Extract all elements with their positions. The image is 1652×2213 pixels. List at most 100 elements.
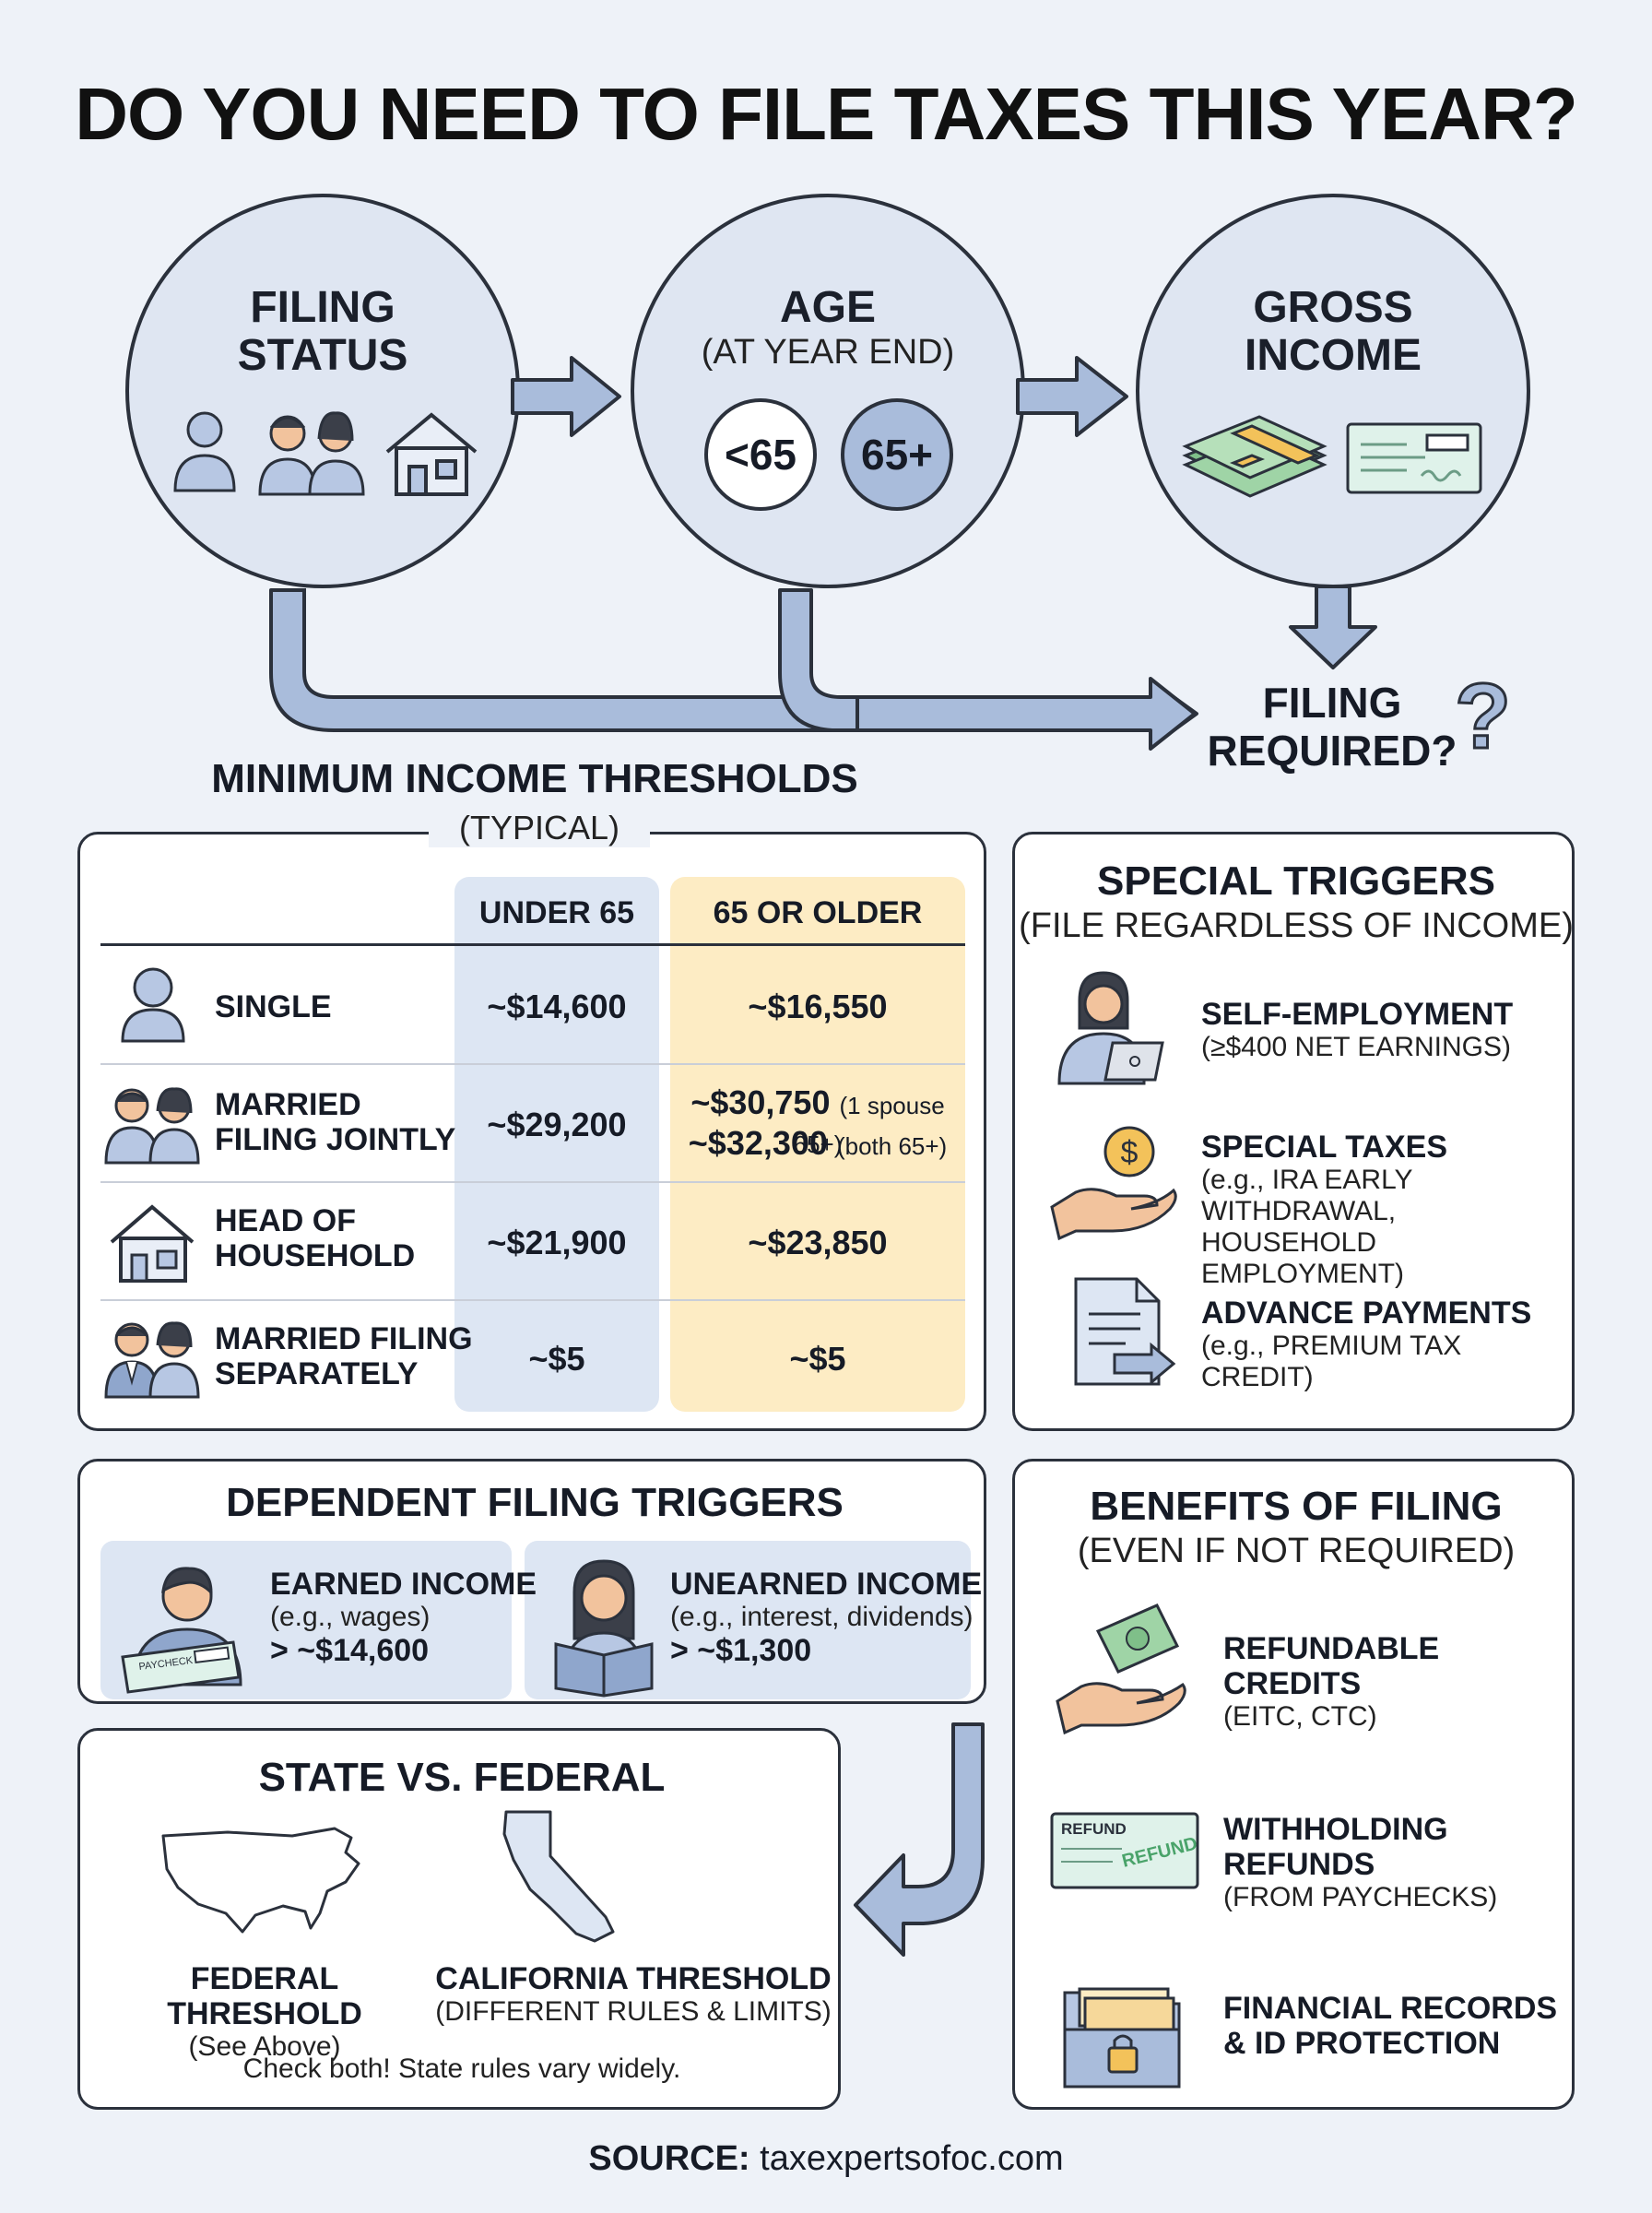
federal-threshold-title: FEDERAL THRESHOLD xyxy=(167,1961,362,2031)
single-under-65-value: ~$14,600 xyxy=(487,988,627,1025)
single-65-older-value: ~$16,550 xyxy=(748,988,888,1025)
california-threshold-title: CALIFORNIA THRESHOLD xyxy=(435,1961,832,1996)
refund-check-icon: REFUND REFUND xyxy=(1050,1812,1199,1889)
married-separately-line2: SEPARATELY xyxy=(215,1356,419,1391)
federal-threshold-sub: (See Above) xyxy=(188,2031,341,2062)
head-household-line2: HOUSEHOLD xyxy=(215,1238,416,1273)
benefits-title: BENEFITS OF FILING xyxy=(1090,1484,1503,1529)
advance-payments-title: ADVANCE PAYMENTS xyxy=(1201,1296,1532,1331)
unearned-income-title: UNEARNED INCOME xyxy=(670,1567,983,1602)
head-household-line1: HEAD OF xyxy=(215,1203,356,1238)
age-circle: AGE (AT YEAR END) <65 65+ xyxy=(631,194,1025,588)
dependent-triggers-panel: DEPENDENT FILING TRIGGERS PAYCHECK EARNE… xyxy=(77,1459,986,1704)
hand-coin-icon: $ xyxy=(1050,1126,1177,1241)
house-icon xyxy=(385,412,478,496)
filing-status-circle: FILING STATUS xyxy=(125,194,520,588)
col-header-65-older: 65 OR OLDER xyxy=(713,895,923,930)
self-employment-sub: (≥$400 NET EARNINGS) xyxy=(1201,1032,1512,1062)
age-title: AGE xyxy=(779,283,876,332)
thresholds-panel: (TYPICAL) UNDER 65 65 OR OLDER SINGLE ~$… xyxy=(77,809,986,1431)
married-separately-65-older-value: ~$5 xyxy=(789,1340,846,1378)
unearned-income-item: UNEARNED INCOME (e.g., interest, dividen… xyxy=(670,1567,982,1668)
coin-dollar-icon: $ xyxy=(1121,1135,1139,1170)
flow-arrows xyxy=(269,356,1377,751)
california-threshold-sub: (DIFFERENT RULES & LIMITS) xyxy=(435,1996,832,2027)
source-label: SOURCE: xyxy=(588,2139,750,2178)
married-jointly-one-spouse-note: (1 spouse 65+) xyxy=(793,1092,945,1158)
house-icon xyxy=(110,1204,195,1283)
cash-stack-icon xyxy=(1182,415,1328,498)
arrow-status-to-age xyxy=(511,356,621,437)
question-mark-icon: ? xyxy=(1453,664,1512,770)
hand-cash-icon xyxy=(1056,1604,1186,1735)
source-link[interactable]: taxexpertsofoc.com xyxy=(760,2139,1064,2178)
earned-income-title: EARNED INCOME xyxy=(270,1567,537,1602)
page-title: DO YOU NEED TO FILE TAXES THIS YEAR? xyxy=(75,73,1577,155)
married-jointly-one-spouse-value: ~$30,750 xyxy=(690,1083,831,1121)
thresholds-title: MINIMUM INCOME THRESHOLDS xyxy=(211,756,858,801)
financial-records-title: FINANCIAL RECORDS xyxy=(1223,1991,1558,2026)
married-jointly-both-value: ~$32,300 xyxy=(688,1124,828,1162)
filing-status-title-line1: FILING xyxy=(250,283,395,332)
gross-income-title-line1: GROSS xyxy=(1253,283,1413,332)
state-federal-panel: STATE VS. FEDERAL FEDERAL THRESHOLD (See… xyxy=(77,1728,841,2110)
unearned-income-value: > ~$1,300 xyxy=(670,1633,812,1668)
arrow-age-to-income xyxy=(1016,356,1128,437)
gross-income-title-line2: INCOME xyxy=(1245,331,1422,380)
thresholds-subtitle: (TYPICAL) xyxy=(429,809,650,847)
row-label-single: SINGLE xyxy=(215,989,332,1024)
age-65-plus-badge: 65+ xyxy=(841,398,953,511)
separated-couple-icon xyxy=(104,1321,200,1399)
row-divider xyxy=(100,1181,965,1183)
married-jointly-line2: FILING JOINTLY xyxy=(215,1122,456,1157)
federal-threshold-item: FEDERAL THRESHOLD (See Above) xyxy=(89,1961,440,2063)
document-arrow-icon xyxy=(1074,1277,1176,1386)
curved-arrow xyxy=(854,1722,985,1957)
benefits-panel: BENEFITS OF FILING (EVEN IF NOT REQUIRED… xyxy=(1012,1459,1575,2110)
california-threshold-item: CALIFORNIA THRESHOLD (DIFFERENT RULES & … xyxy=(431,1961,836,2028)
special-taxes-sub1: (e.g., IRA EARLY WITHDRAWAL, xyxy=(1201,1165,1412,1226)
check-icon xyxy=(1346,422,1482,494)
age-subtitle: (AT YEAR END) xyxy=(701,333,955,372)
withholding-refunds-title: WITHHOLDING REFUNDS xyxy=(1223,1812,1448,1882)
married-jointly-both-note: (both 65+) xyxy=(836,1132,948,1160)
us-map-icon xyxy=(161,1827,360,1934)
married-separately-line1: MARRIED FILING xyxy=(215,1321,473,1356)
row-label-head-household: HEAD OF HOUSEHOLD xyxy=(215,1203,415,1273)
self-employment-title: SELF-EMPLOYMENT xyxy=(1201,997,1514,1032)
single-person-icon xyxy=(121,967,185,1043)
withholding-refunds-item: WITHHOLDING REFUNDS (FROM PAYCHECKS) xyxy=(1223,1812,1572,1913)
earned-income-value: > ~$14,600 xyxy=(270,1633,430,1668)
unearned-income-sub: (e.g., interest, dividends) xyxy=(670,1602,974,1632)
over-65-column xyxy=(670,877,965,1412)
head-household-under-65-value: ~$21,900 xyxy=(487,1224,627,1261)
special-taxes-sub2: HOUSEHOLD EMPLOYMENT) xyxy=(1201,1227,1405,1289)
state-note: Check both! State rules vary widely. xyxy=(242,2053,681,2084)
arrow-income-to-result xyxy=(1289,585,1377,669)
single-person-icon xyxy=(173,411,236,492)
worker-paycheck-icon: PAYCHECK xyxy=(121,1567,242,1694)
header-divider xyxy=(100,943,965,946)
special-taxes-item: SPECIAL TAXES (e.g., IRA EARLY WITHDRAWA… xyxy=(1201,1130,1572,1290)
married-jointly-65-older-value-2: ~$32,300 (both 65+) xyxy=(670,1124,965,1163)
special-triggers-panel: SPECIAL TRIGGERS (FILE REGARDLESS OF INC… xyxy=(1012,832,1575,1431)
refund-check-label: REFUND xyxy=(1061,1820,1127,1838)
special-triggers-title: SPECIAL TRIGGERS xyxy=(1097,858,1495,904)
col-header-under-65: UNDER 65 xyxy=(478,895,635,930)
income-icons xyxy=(1182,415,1482,498)
row-label-married-separately: MARRIED FILING SEPARATELY xyxy=(215,1321,473,1391)
married-jointly-65-older-value-1: ~$30,750 (1 spouse 65+) xyxy=(670,1083,965,1161)
filing-required-line1: FILING xyxy=(1262,679,1402,727)
source-line: SOURCE: taxexpertsofoc.com xyxy=(0,2139,1652,2179)
couple-icon xyxy=(104,1087,200,1165)
earned-income-item: EARNED INCOME (e.g., wages) > ~$14,600 xyxy=(270,1567,537,1668)
married-jointly-line1: MARRIED xyxy=(215,1087,361,1122)
married-separately-under-65-value: ~$5 xyxy=(528,1340,585,1378)
row-divider xyxy=(100,1063,965,1065)
under-65-column xyxy=(454,877,659,1412)
filing-status-title-line2: STATUS xyxy=(237,331,408,380)
benefits-subtitle: (EVEN IF NOT REQUIRED) xyxy=(1077,1532,1516,1570)
reader-book-icon xyxy=(554,1559,654,1698)
row-divider xyxy=(100,1299,965,1301)
filing-required-line2: REQUIRED? xyxy=(1207,727,1457,775)
